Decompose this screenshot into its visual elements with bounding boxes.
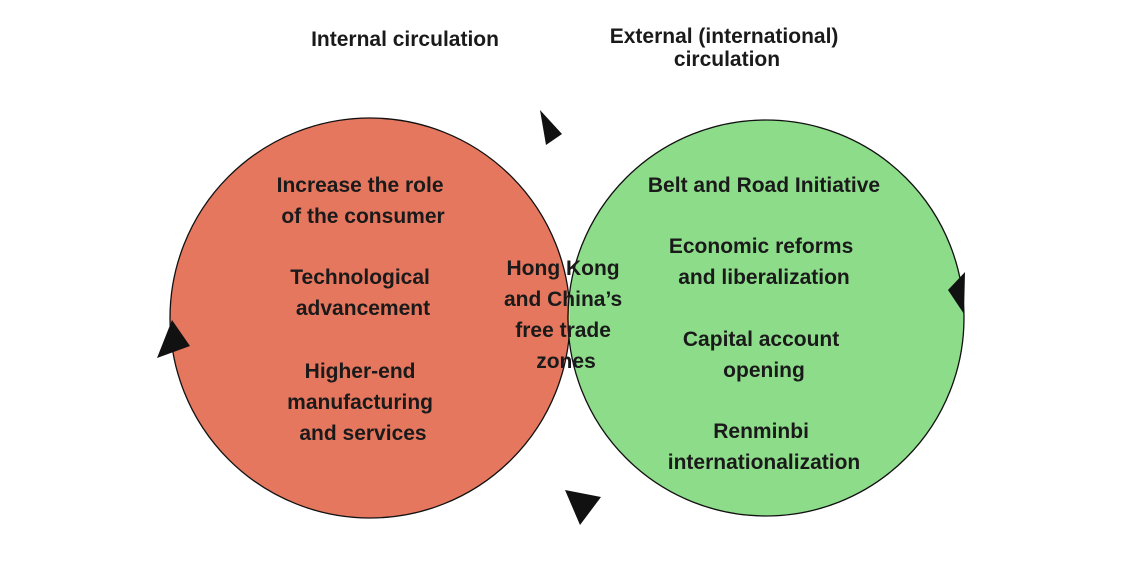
item-line: of the consumer	[281, 205, 444, 228]
item-line: Belt and Road Initiative	[648, 174, 880, 197]
arrowhead-icon	[948, 272, 965, 314]
external-item-economic-reforms: Economic reforms and liberalization	[669, 235, 859, 289]
item-line: Technological	[290, 266, 430, 289]
internal-item-manufacturing: Higher-end manufacturing and services	[287, 360, 439, 445]
item-line: free trade	[515, 319, 611, 342]
item-line: Hong Kong	[507, 257, 620, 280]
item-line: Capital account	[683, 328, 839, 351]
item-line: zones	[536, 350, 596, 373]
internal-item-consumer: Increase the role of the consumer	[277, 174, 450, 228]
internal-item-technology: Technological advancement	[290, 266, 435, 320]
external-circulation-title: External (international) circulation	[610, 25, 845, 71]
external-item-renminbi: Renminbi internationalization	[668, 420, 861, 474]
overlap-item-free-trade-zones: Hong Kong and China’s free trade zones	[504, 257, 628, 373]
item-line: advancement	[296, 297, 430, 320]
item-line: Increase the role	[277, 174, 444, 197]
arrowhead-icon	[157, 320, 190, 358]
overlap-region	[567, 119, 570, 517]
external-item-belt-and-road: Belt and Road Initiative	[648, 174, 880, 197]
item-line: manufacturing	[287, 391, 433, 414]
arrowhead-icon	[540, 110, 562, 145]
title-line: Internal circulation	[311, 28, 499, 51]
item-line: and services	[299, 422, 426, 445]
arrowhead-icon	[565, 490, 601, 525]
title-line: External (international)	[610, 25, 839, 48]
item-line: internationalization	[668, 451, 861, 474]
title-line: circulation	[674, 48, 780, 71]
external-item-capital-account: Capital account opening	[683, 328, 845, 382]
internal-circulation-title: Internal circulation	[311, 28, 499, 51]
item-line: opening	[723, 359, 805, 382]
item-line: Renminbi	[713, 420, 809, 443]
item-line: and liberalization	[678, 266, 850, 289]
item-line: Higher-end	[305, 360, 416, 383]
item-line: and China’s	[504, 288, 622, 311]
item-line: Economic reforms	[669, 235, 853, 258]
